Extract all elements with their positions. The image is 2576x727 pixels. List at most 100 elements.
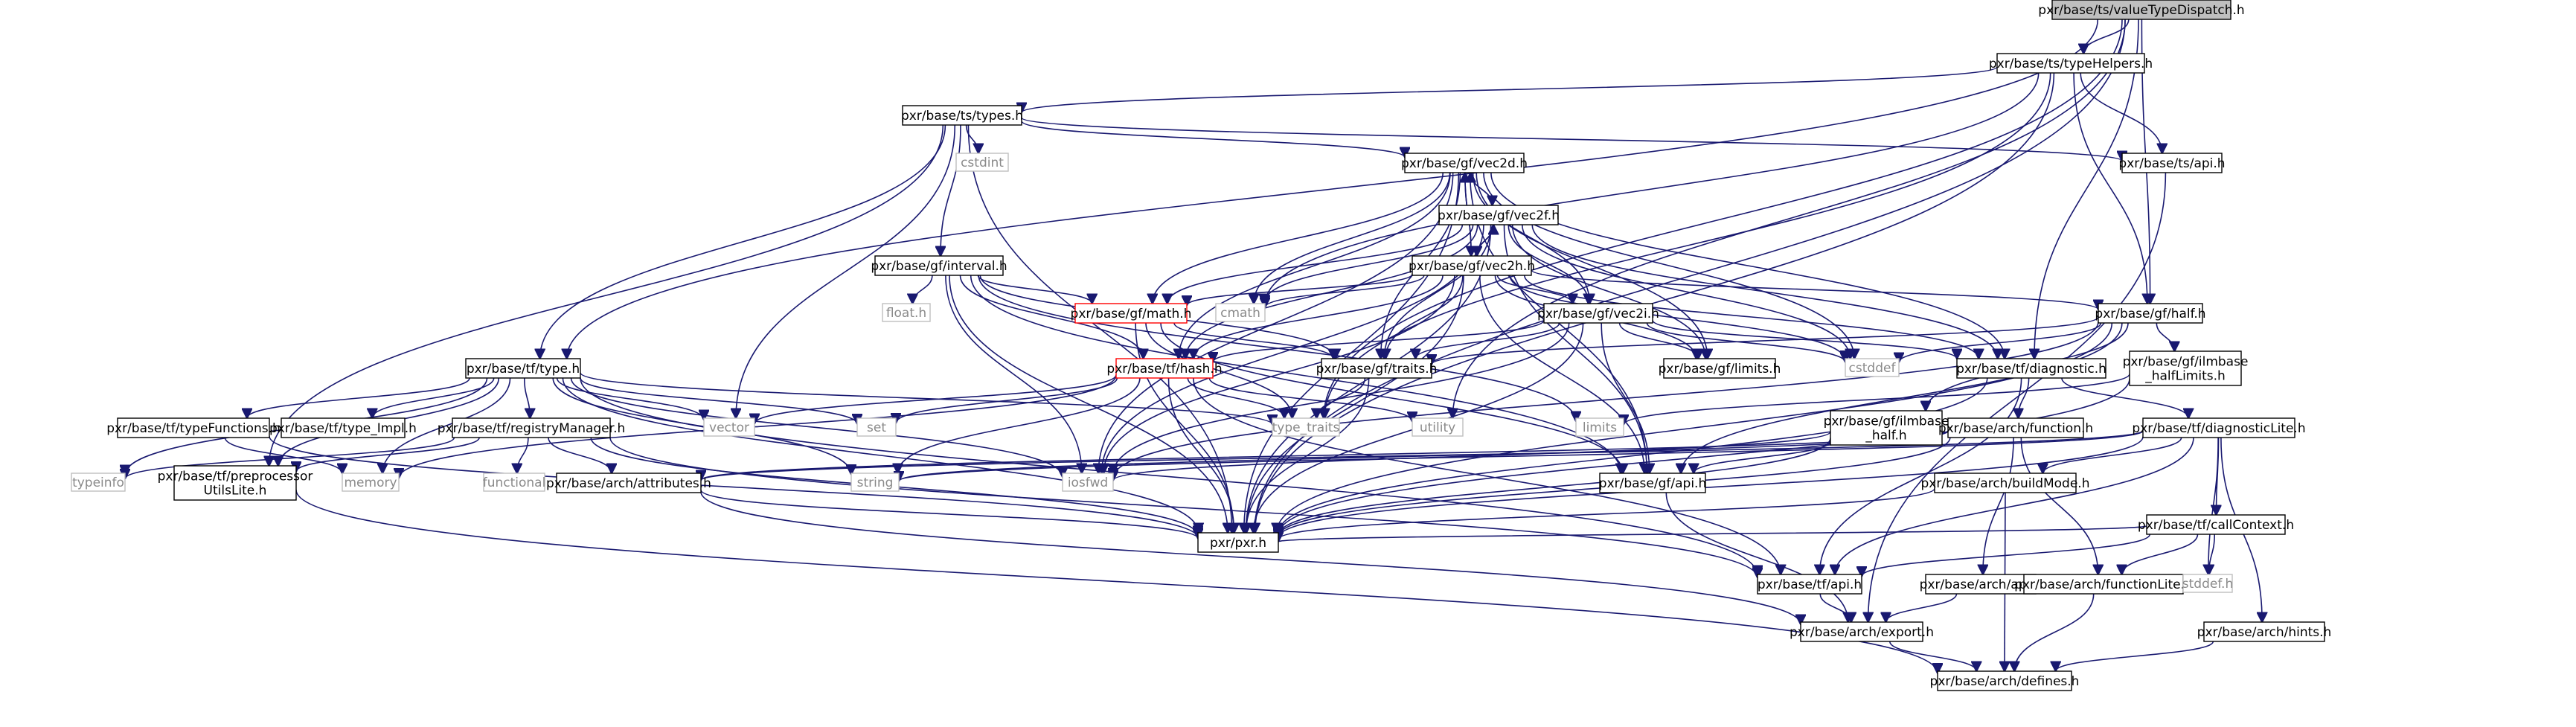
node-ilmbaseHalf[interactable]: pxr/base/gf/ilmbase_half.h	[1824, 410, 1949, 446]
node-tfType[interactable]: pxr/base/tf/type.h	[465, 358, 581, 379]
node-vec2h[interactable]: pxr/base/gf/vec2h.h	[1409, 255, 1535, 276]
edge-types-to-preprocessorUtils	[269, 124, 944, 466]
node-tsApi[interactable]: pxr/base/ts/api.h	[2118, 153, 2226, 173]
node-label-cstddef: cstddef	[1849, 361, 1897, 376]
node-callContext[interactable]: pxr/base/tf/callContext.h	[2138, 514, 2294, 535]
node-floath: float.h	[882, 303, 931, 322]
edge-typeHelpers-to-typeTraits	[1324, 72, 2051, 418]
node-label-interval: pxr/base/gf/interval.h	[871, 259, 1007, 274]
edge-vec2h-to-gfApi	[1479, 275, 1644, 473]
node-label-preprocessorUtils-line1: UtilsLite.h	[204, 484, 267, 499]
edge-typeHelpers-to-tsApi	[2080, 72, 2162, 153]
node-box-typeinfo	[71, 473, 126, 492]
edge-vec2d-to-math	[1153, 172, 1444, 304]
edge-vec2d-to-hash	[1179, 172, 1451, 359]
node-interval[interactable]: pxr/base/gf/interval.h	[871, 255, 1007, 276]
edge-tfType-to-set	[580, 377, 857, 424]
node-box-defines	[1937, 670, 2072, 691]
edge-vec2f-to-cmath	[1264, 224, 1474, 304]
edge-hash-to-tfApi	[1193, 377, 1781, 574]
node-gfApi[interactable]: pxr/base/gf/api.h	[1599, 473, 1706, 493]
node-box-tsApi	[2121, 153, 2223, 173]
node-box-stddef	[2182, 574, 2233, 593]
edge-interval-to-hash	[959, 275, 1144, 359]
node-types[interactable]: pxr/base/ts/types.h	[901, 105, 1023, 126]
node-label-set: set	[867, 420, 886, 435]
node-hints[interactable]: pxr/base/arch/hints.h	[2197, 621, 2332, 642]
node-typeHelpers[interactable]: pxr/base/ts/typeHelpers.h	[1989, 53, 2153, 74]
edge-types-to-vector	[736, 124, 956, 418]
edge-vec2h-to-diagnostic	[1524, 275, 1979, 359]
node-traits[interactable]: pxr/base/gf/traits.h	[1316, 358, 1438, 379]
node-label-vector: vector	[709, 420, 749, 435]
edge-layer	[125, 19, 2262, 673]
edge-typeHelpers-to-types	[1022, 65, 1998, 113]
edge-half-to-ilmbaseHalfLimits	[2156, 322, 2174, 351]
node-hash[interactable]: pxr/base/tf/hash.h	[1106, 358, 1223, 379]
node-label-limitsh: pxr/base/gf/limits.h	[1659, 362, 1781, 377]
node-buildMode[interactable]: pxr/base/arch/buildMode.h	[1920, 473, 2090, 493]
node-label-typeTraits: type_traits	[1272, 420, 1340, 435]
node-registryManager[interactable]: pxr/base/tf/registryManager.h	[438, 417, 626, 438]
edge-callContext-to-pxr	[1278, 525, 2147, 542]
node-box-preprocessorUtils	[173, 465, 297, 501]
node-function[interactable]: pxr/base/arch/function.h	[1938, 417, 2093, 438]
edge-hash-to-set	[896, 377, 1118, 423]
node-diagnosticLite[interactable]: pxr/base/tf/diagnosticLite.h	[2132, 417, 2306, 438]
node-exporth[interactable]: pxr/base/arch/export.h	[1790, 621, 1934, 642]
edge-traits-to-typeTraits	[1316, 377, 1366, 418]
edge-vec2i-to-cstddef	[1646, 322, 1846, 362]
node-typeFunctions[interactable]: pxr/base/tf/typeFunctions.h	[106, 417, 281, 438]
edge-ilmbaseHalfLimits-to-pxr	[1278, 378, 2130, 535]
edge-registryManager-to-typeinfo	[125, 437, 455, 479]
edge-typeHelpers-to-pxr	[1255, 72, 2055, 533]
edge-buildMode-to-pxr	[1278, 487, 1935, 539]
node-valueTypeDispatch[interactable]: pxr/base/ts/valueTypeDispatch.h	[2038, 0, 2245, 20]
node-cmath: cmath	[1215, 303, 1266, 322]
node-typeImpl[interactable]: pxr/base/tf/type_Impl.h	[269, 417, 417, 438]
node-attributes[interactable]: pxr/base/arch/attributes.h	[546, 473, 711, 493]
edge-diagnostic-to-pxr	[1278, 377, 1988, 534]
edge-exporth-to-defines	[1889, 641, 1976, 671]
edge-vec2f-to-diagnostic	[1531, 224, 1998, 359]
node-box-gfApi	[1599, 473, 1706, 493]
edge-hints-to-defines	[2056, 641, 2214, 671]
edge-function-to-attributes	[701, 429, 1949, 481]
node-ilmbaseHalfLimits[interactable]: pxr/base/gf/ilmbase_halfLimits.h	[2123, 350, 2249, 386]
edge-diagnostic-to-diagnosticLite	[2061, 377, 2188, 418]
edge-valueTypeDispatch-to-tfType	[567, 19, 2099, 359]
node-math[interactable]: pxr/base/gf/math.h	[1071, 303, 1192, 324]
node-box-archApi	[1925, 574, 2037, 595]
node-limits: limits	[1575, 417, 1624, 437]
edge-half-to-traits	[1432, 316, 2099, 365]
edge-ilmbaseHalf-to-pxr	[1278, 438, 1831, 535]
node-diagnostic[interactable]: pxr/base/tf/diagnostic.h	[1956, 358, 2106, 379]
edge-vec2f-to-traits	[1384, 224, 1492, 359]
node-pxr[interactable]: pxr/pxr.h	[1197, 532, 1279, 553]
node-label-functional: functional	[483, 475, 546, 490]
node-vec2f[interactable]: pxr/base/gf/vec2f.h	[1438, 205, 1560, 225]
node-box-exporth	[1800, 621, 1923, 642]
node-limitsh[interactable]: pxr/base/gf/limits.h	[1659, 358, 1781, 379]
node-half[interactable]: pxr/base/gf/half.h	[2095, 303, 2206, 324]
edge-vec2d-to-cmath	[1254, 172, 1451, 304]
node-label-ilmbaseHalf-line0: pxr/base/gf/ilmbase	[1824, 414, 1949, 429]
node-functionLite[interactable]: pxr/base/arch/functionLite.h	[2014, 574, 2193, 595]
node-vec2d[interactable]: pxr/base/gf/vec2d.h	[1401, 153, 1528, 173]
edge-archApi-to-exporth	[1886, 593, 1958, 622]
node-label-types: pxr/base/ts/types.h	[901, 109, 1023, 124]
node-vec2i[interactable]: pxr/base/gf/vec2i.h	[1537, 303, 1659, 324]
node-archApi[interactable]: pxr/base/arch/api.h	[1920, 574, 2042, 595]
node-label-typeFunctions: pxr/base/tf/typeFunctions.h	[106, 421, 281, 436]
edge-tfType-to-typeImpl	[372, 377, 495, 418]
edge-typeHelpers-to-cmath	[1265, 72, 2040, 305]
node-box-memory	[342, 473, 400, 492]
node-defines[interactable]: pxr/base/arch/defines.h	[1930, 670, 2080, 691]
edge-registryManager-to-tfApi	[609, 437, 1758, 577]
node-string: string	[850, 473, 900, 492]
node-typeTraits: type_traits	[1272, 417, 1340, 437]
node-tfApi[interactable]: pxr/base/tf/api.h	[1757, 574, 1862, 595]
edge-vec2f-to-limitsh	[1511, 224, 1706, 359]
edge-math-to-gfApi	[1160, 322, 1623, 473]
